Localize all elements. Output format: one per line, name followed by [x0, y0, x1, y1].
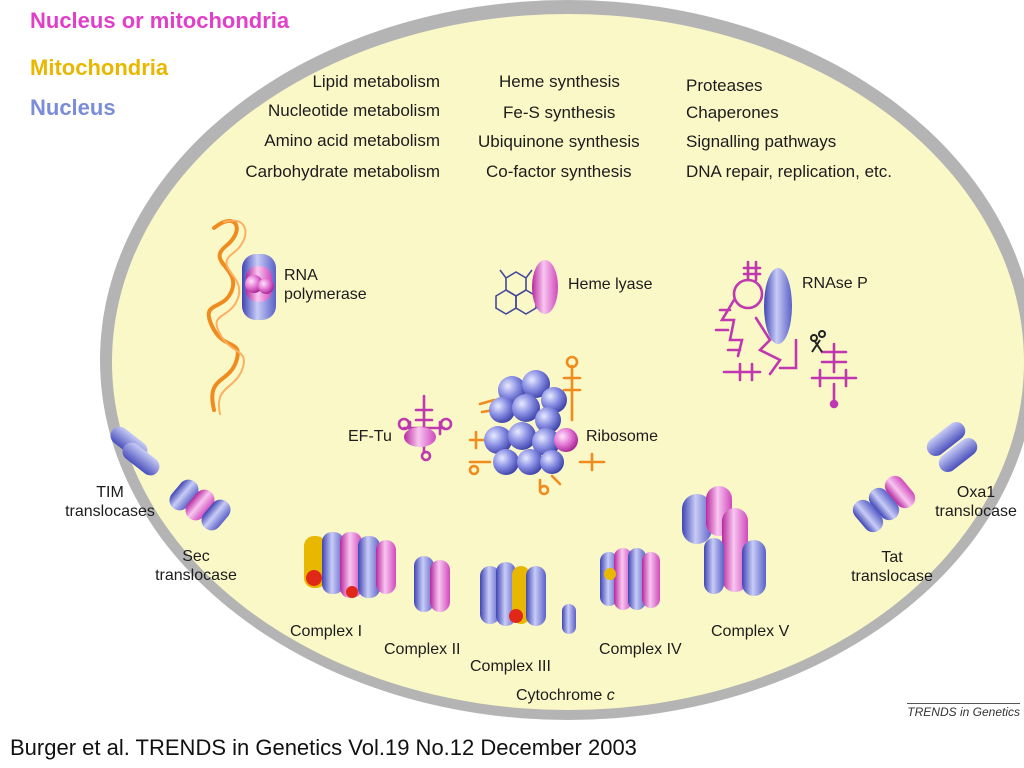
label-ribosome: Ribosome	[586, 428, 659, 445]
complex-i-icon	[304, 532, 396, 598]
label-cytochrome-c: Cytochrome c	[516, 687, 615, 704]
function-heme-synthesis: Heme synthesis	[499, 72, 620, 91]
function-ubiquinone-synthesis: Ubiquinone synthesis	[478, 132, 640, 151]
label-complex-iv: Complex IV	[599, 641, 682, 658]
function-fe-s-synthesis: Fe-S synthesis	[503, 103, 616, 122]
function-proteases: Proteases	[686, 76, 763, 95]
complex-ii-icon	[414, 556, 450, 612]
label-complex-iii: Complex III	[470, 658, 551, 675]
label-tim-translocases: TIM translocases	[65, 484, 155, 520]
function-carbohydrate-metabolism: Carbohydrate metabolism	[245, 162, 440, 181]
label-sec-translocase: Sec translocase	[155, 548, 237, 584]
scissors-icon	[810, 330, 826, 353]
legend-nucleus: Nucleus	[30, 95, 116, 120]
label-ef-tu: EF-Tu	[348, 428, 392, 445]
complex-iv-icon	[600, 548, 660, 610]
label-complex-ii: Complex II	[384, 641, 461, 658]
label-complex-v: Complex V	[711, 623, 790, 640]
rnase-p-icon	[714, 260, 858, 409]
label-rnase-p: RNAse P	[802, 275, 868, 292]
function-signalling-pathways: Signalling pathways	[686, 132, 837, 151]
legend-nucleus-or-mitochondria: Nucleus or mitochondria	[30, 8, 290, 33]
rna-polymerase-icon	[242, 254, 276, 320]
function-co-factor-synthesis: Co-factor synthesis	[486, 162, 632, 181]
function-chaperones: Chaperones	[686, 103, 779, 122]
dna-strand	[206, 219, 247, 415]
label-tat-translocase: Tat translocase	[851, 549, 933, 585]
function-amino-acid-metabolism: Amino acid metabolism	[264, 131, 440, 150]
function-dna-repair: DNA repair, replication, etc.	[686, 162, 892, 181]
label-heme-lyase: Heme lyase	[568, 276, 653, 293]
citation: Burger et al. TRENDS in Genetics Vol.19 …	[10, 735, 637, 760]
tat-translocase-icon	[852, 475, 916, 533]
heme-lyase-icon	[495, 260, 558, 315]
ef-tu-icon	[397, 394, 453, 462]
legend-mitochondria: Mitochondria	[30, 55, 169, 80]
source-credit: TRENDS in Genetics	[907, 703, 1020, 719]
function-nucleotide-metabolism: Nucleotide metabolism	[268, 101, 440, 120]
function-lipid-metabolism: Lipid metabolism	[312, 72, 440, 91]
label-oxa1-translocase: Oxa1 translocase	[935, 484, 1017, 520]
label-complex-i: Complex I	[290, 623, 363, 640]
oxa1-translocase-icon	[926, 421, 978, 473]
label-rna-polymerase: RNA polymerase	[284, 267, 367, 303]
complex-v-icon	[682, 486, 766, 596]
complex-iii-icon	[480, 562, 546, 626]
tim-translocases-icon	[110, 426, 231, 531]
ribosome-icon	[468, 355, 606, 496]
cytochrome-c-icon	[562, 604, 576, 634]
